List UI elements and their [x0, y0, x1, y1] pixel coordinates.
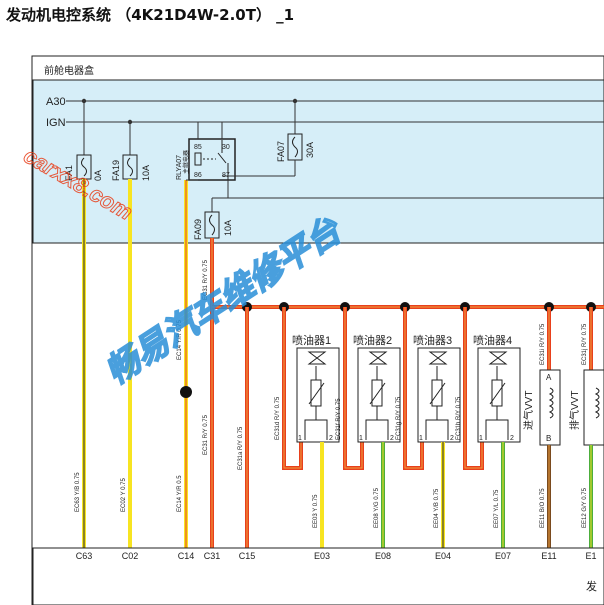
fuse-fa07-name: FA07 [276, 141, 286, 162]
wire-ec63-label: EC63 Y/B 0.75 [75, 472, 81, 512]
injector-pin-1: 1 [419, 435, 423, 442]
injector-label: 喷油器4 [473, 333, 512, 347]
diagram-frame [31, 55, 604, 605]
vvt-intake-out-wire: EE11 B/O 0.75 [540, 488, 546, 528]
wire-ec02: EC02 Y 0.75 [121, 179, 132, 548]
rail-ign: IGN [46, 117, 604, 129]
fuse-box-label: 前舱电器盒 [44, 64, 94, 77]
injector-label: 喷油器3 [413, 333, 452, 347]
injector-label: 喷油器1 [292, 333, 331, 347]
connector-pin-e1: E1 [585, 551, 596, 561]
injector-out-wire: EE08 Y/G 0.75 [374, 487, 380, 528]
ecu-label: 发 [586, 579, 597, 593]
connector-pin-c02: C02 [122, 551, 139, 561]
fuse-fa19-rating: 10A [141, 165, 151, 181]
connector-pin-c15: C15 [239, 551, 256, 561]
wire-ec14: EC14 Y/R 0.75 EC14 Y/R 0.5 [177, 179, 198, 548]
injector-pin-2: 2 [329, 435, 333, 442]
relay-pin-30: 30 [222, 144, 230, 151]
main-relay: RLYA07 主继电器 85 30 86 87 [176, 122, 236, 198]
injector-in-wire: EC31f R/Y 0.75 [336, 398, 342, 440]
wire-ec31: EC31 R/Y 0.75 EC31 R/Y 0.75 [203, 238, 604, 548]
injector-out-wire: EE03 Y 0.75 [313, 494, 319, 528]
vvt-intake-label: 进气VVT [522, 391, 535, 430]
injector-out-wire: EE04 Y/B 0.75 [434, 488, 440, 528]
wire-ec31a-label: EC31a R/Y 0.75 [238, 426, 244, 470]
vvt-intake-in-wire: EC31i R/Y 0.75 [540, 323, 546, 365]
vvt-intake: EC31i R/Y 0.75 A B 进气VVT EE11 B/O 0.75 [522, 307, 561, 548]
vvt-exhaust: EC31j R/Y 0.75 排气VVT EE12 G/Y 0.75 [568, 307, 604, 548]
vvt-intake-pin-b: B [546, 434, 551, 443]
vvt-exhaust-label: 排气VVT [568, 391, 581, 430]
injector-pin-1: 1 [298, 435, 302, 442]
relay-name: RLYA07 [176, 155, 183, 180]
wire-ec14-label: EC14 Y/R 0.5 [177, 475, 183, 512]
injector-in-wire: EC31h R/Y 0.75 [456, 396, 462, 440]
connector-pin-c31: C31 [204, 551, 221, 561]
injector-in-wire: EC31d R/Y 0.75 [275, 396, 281, 440]
relay-pin-86: 86 [194, 172, 202, 179]
connector-pin-e07: E07 [495, 551, 511, 561]
connector-pin-e11: E11 [541, 551, 556, 561]
relay-pin-85: 85 [194, 144, 202, 151]
injector-out-wire: EE07 Y/L 0.75 [494, 489, 500, 528]
connector-pin-e08: E08 [375, 551, 391, 561]
injector-in-wire: EC31g R/Y 0.75 [396, 396, 402, 440]
injector-pin-2: 2 [510, 435, 514, 442]
page-title: 发动机电控系统 （4K21D4W-2.0T） _1 [6, 6, 295, 24]
injector-pin-1: 1 [359, 435, 363, 442]
fuse-fa1x: FA1 0A [64, 101, 103, 181]
injector-pin-2: 2 [450, 435, 454, 442]
injector-pin-1: 1 [479, 435, 483, 442]
splice-point [180, 386, 192, 398]
fuse-fa09: FA09 10A [193, 197, 604, 240]
connector-pin-c14: C14 [178, 551, 195, 561]
rail-a30-label: A30 [46, 96, 66, 108]
connector-pin-c63: C63 [76, 551, 93, 561]
fuse-fa09-name: FA09 [193, 219, 203, 240]
wire-ec02-label: EC02 Y 0.75 [121, 478, 127, 512]
vvt-intake-pin-a: A [546, 373, 552, 382]
wire-ec31-label-top: EC31 R/Y 0.75 [203, 259, 209, 300]
fuse-fa1x-name: FA1 [64, 165, 74, 181]
ecu-box [32, 547, 604, 605]
relay-sub: 主继电器 [182, 150, 190, 174]
vvt-exhaust-in-wire: EC31j R/Y 0.75 [582, 323, 588, 365]
wire-ec63: EC63 Y/B 0.75 [75, 179, 86, 548]
fuse-fa07: FA07 30A [222, 101, 315, 177]
injector-pin-2: 2 [390, 435, 394, 442]
vvt-exhaust-body [583, 369, 604, 446]
fuse-fa09-rating: 10A [223, 220, 233, 236]
wire-ec31-label: EC31 R/Y 0.75 [203, 414, 209, 455]
wire-ec31a: EC31a R/Y 0.75 [238, 307, 249, 548]
vvt-exhaust-out-wire: EE12 G/Y 0.75 [582, 487, 588, 528]
injector-label: 喷油器2 [353, 333, 392, 347]
wire-ec14-label-top: EC14 Y/R 0.75 [177, 319, 183, 360]
rail-a30: A30 [46, 96, 604, 108]
connector-pin-e03: E03 [314, 551, 330, 561]
connector-pin-e04: E04 [435, 551, 451, 561]
rail-ign-label: IGN [46, 117, 66, 129]
fuse-fa1x-rating: 0A [93, 170, 103, 181]
connector-pins: C63 C02 C14 C31 C15 E03 E08 E04 E07 E11 E1 [76, 551, 597, 561]
fuse-fa19-name: FA19 [111, 160, 121, 181]
fuse-fa07-rating: 30A [305, 142, 315, 158]
